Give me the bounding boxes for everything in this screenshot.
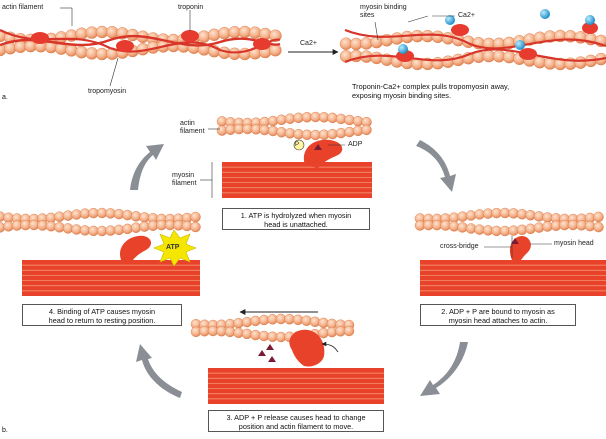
actin-filament-step2 <box>414 207 604 237</box>
step-3-caption: 3. ADP + P release causes head to change… <box>208 410 384 432</box>
leader-line <box>109 57 119 87</box>
cycle-arrow-3-to-4 <box>136 344 182 398</box>
myosin-head-step2 <box>509 236 531 262</box>
actin-bead <box>207 28 221 41</box>
myosin-filament-step4 <box>22 260 200 296</box>
adp-molecule <box>268 356 276 362</box>
panel-b-tag: b. <box>2 427 8 434</box>
actin-bead <box>593 211 604 223</box>
leader-line <box>374 21 379 41</box>
actin-bead <box>441 32 455 45</box>
myosin-filament-body <box>420 260 606 296</box>
actin-bead <box>361 124 372 136</box>
cycle-arrow-1-to-2 <box>416 140 456 192</box>
step-4-caption: 4. Binding of ATP causes myosin head to … <box>22 304 182 326</box>
troponin-complex <box>253 38 271 50</box>
troponin-complex <box>181 30 199 42</box>
troponin-complex <box>31 32 49 44</box>
actin-bead <box>503 50 516 64</box>
actin-bead <box>441 55 455 68</box>
adp-molecule <box>266 344 274 350</box>
actin-bead <box>574 56 587 69</box>
myosin-filament-body <box>222 162 372 198</box>
tropomyosin-label: tropomyosin <box>88 88 127 95</box>
troponin-complex <box>116 40 134 52</box>
actin-bead <box>190 211 201 223</box>
actin-bead <box>190 221 201 233</box>
calcium-ion <box>540 9 550 19</box>
actin-filament-b-label: actin filament <box>180 120 205 135</box>
myosin-head-step4 <box>119 235 152 264</box>
calcium-arrow-label: Ca2+ <box>300 40 317 47</box>
head-rotation-arrow <box>321 341 339 353</box>
actin-bead <box>370 51 383 65</box>
cycle-arrow-4-to-1 <box>130 144 164 190</box>
myosin-head-step3 <box>289 329 325 367</box>
myosin-filament-body <box>208 368 384 404</box>
actin-filament-step4 <box>0 207 201 237</box>
myosin-filament-step1 <box>222 162 372 198</box>
actin-filament-step3 <box>190 313 355 343</box>
atp-burst <box>153 229 197 267</box>
actin-bead <box>65 44 78 57</box>
leader-line <box>407 15 429 23</box>
adp-molecule <box>314 144 322 150</box>
actin-bead <box>269 44 282 57</box>
calcium-ion <box>585 15 595 25</box>
step-2-caption: 2. ADP + P are bound to myosin as myosin… <box>420 304 576 326</box>
adp-label: ADP <box>348 141 363 148</box>
calcium-ion <box>445 15 455 25</box>
tropomyosin-strand-left-2 <box>0 29 281 54</box>
actin-bead <box>370 35 383 49</box>
troponin-label: troponin <box>178 4 204 11</box>
actin-bead <box>593 221 604 233</box>
atp-label: ATP <box>166 244 180 251</box>
myosin-filament-step3 <box>208 368 384 404</box>
troponin-complex <box>451 24 469 36</box>
panel-a-tag: a. <box>2 94 8 101</box>
phosphate-circle <box>293 139 305 151</box>
calcium-ion-label: Ca2+ <box>458 12 475 19</box>
actin-filament-step1 <box>216 111 372 141</box>
step-1-caption: 1. ATP is hydrolyzed when myosin head is… <box>222 208 370 230</box>
adp-molecule <box>511 238 519 244</box>
cycle-arrow-2-to-3 <box>420 342 468 396</box>
tropomyosin-strand-left <box>0 34 281 47</box>
actin-bead <box>343 325 355 337</box>
actin-bead <box>197 30 211 43</box>
panel-a-caption: Troponin-Ca2+ complex pulls tropomyosin … <box>352 82 510 100</box>
myosin-binding-sites-label: myosin binding sites <box>360 4 407 19</box>
troponin-complex <box>582 22 598 34</box>
calcium-ion <box>515 40 525 50</box>
adp-molecule <box>258 350 266 356</box>
myosin-filament-step2 <box>420 260 606 296</box>
myosin-filament-label: myosin filament <box>172 172 197 187</box>
myosin-filament-body <box>22 260 200 296</box>
cross-bridge-label: cross-bridge <box>440 243 479 250</box>
troponin-complex <box>519 48 537 60</box>
calcium-ion <box>398 44 408 54</box>
myosin-head-step1 <box>303 139 343 168</box>
tropomyosin-strand-right-2 <box>344 48 606 64</box>
tropomyosin-strand-right <box>344 28 606 50</box>
actin-filament-label: actin filament <box>2 4 44 11</box>
myosin-head-label: myosin head <box>554 240 594 247</box>
phosphate-label: P <box>295 142 300 148</box>
